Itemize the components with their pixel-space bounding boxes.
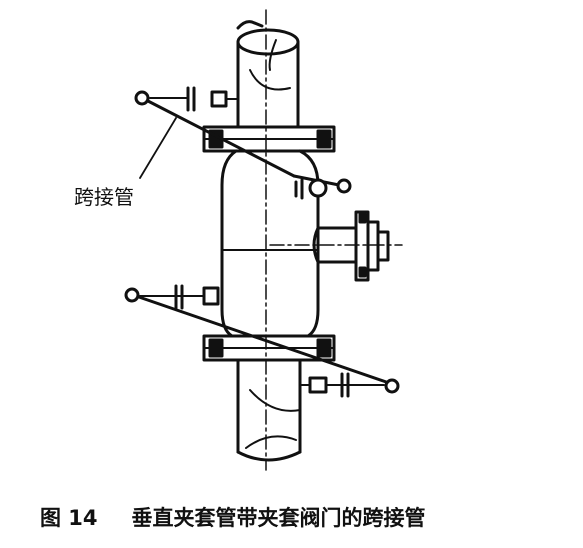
inner-pipe-bottom [236, 358, 302, 462]
label-leader-line [139, 117, 177, 179]
upper-flange [202, 125, 336, 153]
jacket-body [220, 149, 320, 338]
figure-number: 图 14 [40, 506, 98, 530]
lower-crossover-pipe [124, 284, 400, 398]
figure-title: 垂直夹套管带夹套阀门的跨接管 [131, 506, 426, 530]
inner-pipe-top [236, 20, 300, 132]
figure-caption: 图 14 垂直夹套管带夹套阀门的跨接管 [40, 502, 560, 532]
crossover-label: 跨接管 [74, 185, 134, 209]
side-branch [312, 210, 390, 282]
upper-crossover-pipe [134, 86, 352, 200]
